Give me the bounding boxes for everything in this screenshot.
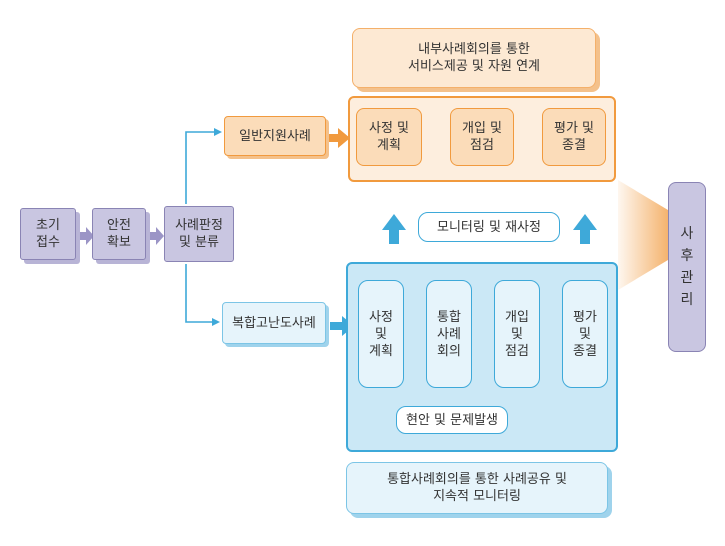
branch-to-general [185,131,214,204]
general-case-label: 일반지원사례 [224,116,326,156]
funnel-to-aftercare [618,180,668,290]
step-initial-intake: 초기 접수 [20,208,76,260]
complex-case-label: 복합고난도사례 [222,302,326,344]
step-safety: 안전 확보 [92,208,146,260]
arrow-general-to-frame [326,128,350,148]
general-step-assessment: 사정 및 계획 [356,108,422,166]
complex-step-intervention: 개입 및 점검 [494,280,540,388]
complex-step-evaluation: 평가 및 종결 [562,280,608,388]
step-case-classification: 사례판정 및 분류 [164,206,234,262]
arrow-safety-to-classify [148,227,164,245]
complex-step-case-conference: 통합 사례 회의 [426,280,472,388]
general-note: 내부사례회의를 통한 서비스제공 및 자원 연계 [352,28,596,88]
issue-occurrence-label: 현안 및 문제발생 [396,406,508,434]
complex-note: 통합사례회의를 통한 사례공유 및 지속적 모니터링 [346,462,608,514]
arrow-intake-to-safety [78,227,94,245]
after-care: 사 후 관 리 [668,182,706,352]
complex-step-assessment: 사정 및 계획 [358,280,404,388]
monitor-arrow-left [382,214,406,244]
general-step-intervention: 개입 및 점검 [450,108,514,166]
branch-to-general-head [214,128,222,136]
branch-to-complex [185,264,212,323]
monitoring-label: 모니터링 및 재사정 [418,212,560,242]
monitor-arrow-right [573,214,597,244]
branch-to-complex-head [212,318,220,326]
general-step-evaluation: 평가 및 종결 [542,108,606,166]
